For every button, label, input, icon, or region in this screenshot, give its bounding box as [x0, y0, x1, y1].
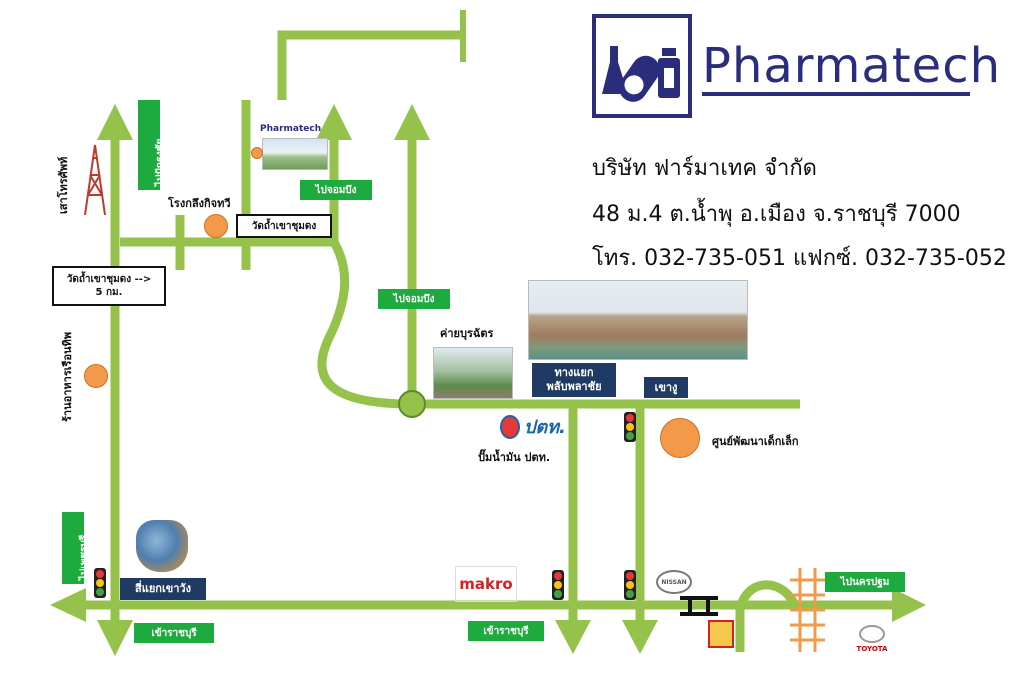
- sign-to-chompbueng-mid: ไปจอมบึง: [378, 289, 450, 309]
- camp-label: ค่ายบุรฉัตร: [440, 327, 494, 340]
- sign-khao-wang-intersection: สี่แยกเขาวัง: [120, 578, 206, 600]
- sign-to-chompbueng-top: ไปจอมบึง: [300, 180, 372, 200]
- restaurant-label: ร้านอาหารเรือนทิพ: [61, 331, 74, 422]
- pharmatech-marker: [251, 147, 263, 159]
- traffic-light-icon: [552, 570, 564, 600]
- nissan-logo: NISSAN: [656, 570, 692, 594]
- pharmatech-building-photo: [262, 138, 328, 170]
- gas-station-label: ปั๊มน้ำมัน ปตท.: [478, 451, 551, 464]
- arrow-down-573: [555, 620, 591, 654]
- arrow-left-bottom: [50, 588, 86, 622]
- company-contact: โทร. 032-735-051 แฟกซ์. 032-735-052: [592, 246, 1007, 271]
- sign-to-nakhon-pathom: ไปนครปฐม: [825, 572, 905, 592]
- cell-tower-label: เสาโทรศัพท์: [57, 156, 70, 214]
- warehouse-label: โรงกลึงกิจทวี: [168, 197, 231, 210]
- child-center-label: ศูนย์พัฒนาเด็กเล็ก: [712, 435, 799, 448]
- vase-image: [136, 520, 188, 572]
- pharmatech-logo-icon: [592, 14, 692, 118]
- arrow-right-bottom: [892, 588, 926, 622]
- makro-logo: makro: [455, 566, 517, 602]
- brand-underline: [702, 92, 970, 96]
- traffic-light-icon: [624, 570, 636, 600]
- roundabout: [398, 390, 426, 418]
- sign-to-pak-tho: ไปปักธงชัย: [138, 100, 166, 190]
- sign-phlapphla-intersection: ทางแยก พลับพลาชัย: [532, 363, 616, 397]
- arrow-up-center: [394, 104, 430, 140]
- ptt-logo: ปตท.: [500, 412, 566, 441]
- store-logo-icon: [708, 620, 734, 648]
- arrow-down-left: [97, 620, 133, 656]
- restaurant-marker: [84, 364, 108, 388]
- sign-to-phetchaburi: ไปเพชรบุรี: [62, 512, 90, 584]
- child-center-marker: [660, 418, 700, 458]
- sign-into-ratchaburi-mid: เข้าราชบุรี: [468, 621, 544, 641]
- warehouse-marker: [204, 214, 228, 238]
- khao-ngu-photo: [528, 280, 748, 360]
- toyota-emblem-icon: [859, 625, 885, 643]
- cell-tower-icon: [84, 144, 106, 216]
- pharmatech-small-label: Pharmatech: [260, 124, 322, 134]
- camp-photo: [433, 347, 513, 399]
- sign-khao-ngu: เขางู: [644, 377, 688, 398]
- ptt-drop-icon: [500, 414, 520, 439]
- traffic-light-icon: [624, 412, 636, 442]
- arrow-down-640: [622, 620, 658, 654]
- arrow-up-mid: [316, 104, 352, 140]
- toyota-logo: TOYOTA: [852, 625, 892, 655]
- brand-name: Pharmatech: [702, 38, 1002, 94]
- wat-tham-distance-sign: วัดถ้ำเขาชุมดง --> 5 กม.: [52, 266, 166, 306]
- company-address: 48 ม.4 ต.น้ำพุ อ.เมือง จ.ราชบุรี 7000: [592, 202, 961, 227]
- sign-into-ratchaburi-left: เข้าราชบุรี: [134, 623, 214, 643]
- arrow-up-left: [97, 104, 133, 140]
- wat-tham-label: วัดถ้ำเขาชุมดง: [236, 214, 332, 238]
- company-name: บริษัท ฟาร์มาเทค จำกัด: [592, 156, 817, 181]
- traffic-light-icon: [94, 568, 106, 598]
